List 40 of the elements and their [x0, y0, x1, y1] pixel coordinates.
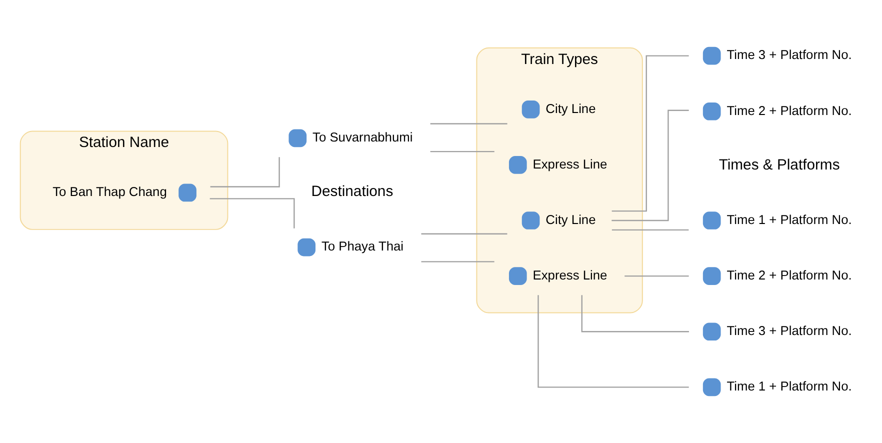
node-circle — [178, 184, 196, 202]
node-circle — [702, 102, 721, 120]
connector — [612, 55, 689, 212]
node-label: Time 3 + Platform No. — [726, 47, 852, 62]
label: Destinations — [311, 184, 394, 200]
connector — [210, 198, 295, 228]
label: Times & Platforms — [718, 157, 840, 174]
node-circle — [298, 238, 316, 256]
node-circle — [702, 378, 721, 396]
node-label: Time 1 + Platform No. — [726, 212, 852, 227]
connector — [581, 295, 689, 332]
connector — [421, 233, 508, 234]
node-label: Express Line — [532, 267, 608, 282]
connector — [624, 275, 689, 277]
node-label: Time 1 + Platform No. — [726, 378, 852, 394]
node-label: Time 3 + Platform No. — [726, 322, 852, 338]
node-label: To Phaya Thai — [321, 238, 404, 254]
node-circle — [508, 267, 527, 285]
node-label: Time 2 + Platform No. — [726, 267, 852, 282]
connector — [612, 229, 689, 231]
connector — [612, 110, 689, 222]
node-circle — [702, 46, 721, 65]
connector — [421, 261, 494, 262]
node-label: Express Line — [532, 156, 608, 172]
node-label: To Suvarnabhumi — [312, 130, 413, 145]
connector — [430, 123, 508, 124]
node-circle — [702, 322, 721, 341]
connector — [210, 157, 280, 188]
connector — [538, 295, 689, 388]
node-label: Time 2 + Platform No. — [726, 102, 852, 118]
node-circle — [522, 212, 540, 230]
node-label: City Line — [546, 100, 596, 116]
node-circle — [702, 212, 721, 230]
node-label: To Ban Thap Chang — [52, 184, 167, 200]
node-circle — [508, 156, 527, 174]
node-circle — [522, 100, 540, 118]
node-label: City Line — [546, 212, 596, 227]
connector — [430, 150, 494, 152]
node-circle — [702, 267, 721, 285]
node-circle — [288, 129, 307, 148]
